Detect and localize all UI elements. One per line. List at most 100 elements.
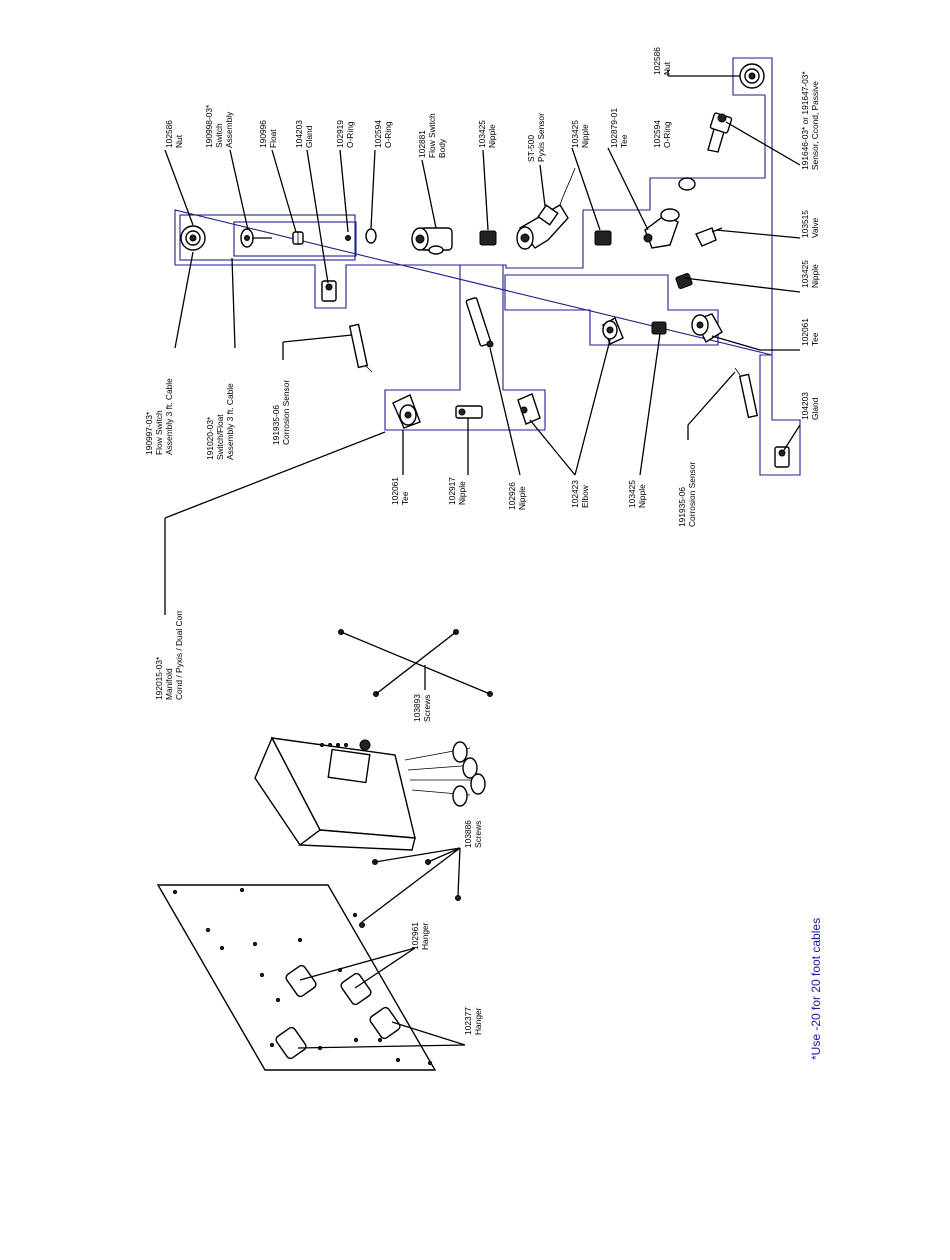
label-screws-103893-part: 103893 (412, 694, 422, 722)
gland-right (774, 446, 790, 468)
tee-top (643, 208, 680, 249)
label-oring-right: 102594 O-Ring (652, 120, 672, 148)
label-corrosion-right-name: Corrosion Sensor (687, 462, 697, 527)
switch-assembly-outline (179, 214, 356, 261)
nipple-top2 (594, 230, 612, 246)
nut-top (180, 225, 206, 251)
sensor-cond (707, 112, 733, 153)
label-tee-top-part: 102879-01 (609, 108, 619, 148)
leader-lines (164, 70, 801, 1049)
label-oring-right-part: 102594 (652, 120, 662, 148)
label-nipple-right: 103425 Nipple (800, 260, 820, 288)
label-gland-top-part: 104203 (294, 120, 304, 148)
label-sensor-cond-name: Sensor, Ccond, Passive (810, 81, 820, 170)
label-tee-mid: 102061 Tee (390, 477, 410, 505)
label-oring-top-part: 102594 (373, 120, 383, 148)
mounting-plate (156, 884, 437, 1071)
label-gland-right: 104203 Gland (800, 392, 820, 420)
label-hanger-102377-name: Hanger (473, 1007, 483, 1035)
label-flow-switch-cable: 190997-03* Flow Switch Assembly 3 ft. Ca… (144, 378, 174, 455)
label-nut-right: 102586 Nut (652, 47, 672, 75)
tee-right (691, 313, 723, 344)
controller-enclosure (254, 736, 486, 851)
label-switch-float-cable-name2: Assembly 3 ft. Cable (225, 383, 235, 460)
label-pyxis-sensor: ST-500 Pyxis Sensor (526, 113, 546, 162)
label-manifold-name2: Cond / Pyxis / Dual Corr (174, 610, 184, 700)
label-screws-103886: 103886 Screws (463, 820, 483, 848)
tee-mid (392, 394, 421, 429)
label-float-name: Float (268, 129, 278, 148)
label-flow-switch-body-part: 102881 (417, 130, 427, 158)
label-nipple-top-name: Nipple (487, 124, 497, 148)
label-nipple-102926: 102926 Nipple (507, 482, 527, 510)
label-elbow-name: Elbow (580, 484, 590, 508)
label-nut-top-part: 102586 (164, 120, 174, 148)
label-switch-assembly: 190998-03* Switch Assembly (204, 104, 234, 148)
corrosion-sensor-right (734, 367, 759, 419)
label-elbow-part: 102423 (570, 480, 580, 508)
label-manifold-name: Manifold (164, 668, 174, 700)
label-screws-103886-part: 103886 (463, 820, 473, 848)
label-screws-103893-name: Screws (422, 695, 432, 722)
label-switch-float-cable: 191020-03* Switch/Float Assembly 3 ft. C… (205, 383, 235, 460)
label-oring-top-name: O-Ring (383, 121, 393, 148)
screws-103886-heads (359, 859, 461, 928)
label-valve-part: 103515 (800, 210, 810, 238)
label-float-part: 190996 (258, 120, 268, 148)
label-oring-small-name: O-Ring (345, 121, 355, 148)
label-nipple-top-part: 103425 (477, 120, 487, 148)
label-nipple-right-name: Nipple (810, 264, 820, 288)
flow-switch-body (411, 227, 453, 255)
label-hanger-102961-name: Hanger (420, 922, 430, 950)
label-nipple-mid-part: 103425 (627, 480, 637, 508)
nipple-top (479, 230, 497, 246)
label-switch-assembly-part: 190998-03* (204, 104, 214, 148)
label-pyxis-sensor-part: ST-500 (526, 135, 536, 162)
label-elbow: 102423 Elbow (570, 480, 590, 508)
label-gland-top: 104203 Gland (294, 120, 314, 148)
label-flow-switch-body: 102881 Flow Switch Body (417, 113, 447, 158)
label-nipple-top2-part: 103425 (570, 120, 580, 148)
elbow-b (602, 316, 624, 345)
label-gland-top-name: Gland (304, 125, 314, 148)
nipple-mid (651, 321, 667, 335)
label-flow-switch-cable-part: 190997-03* (144, 411, 154, 455)
manifold-outline-upper (174, 57, 801, 476)
label-float: 190996 Float (258, 120, 278, 148)
label-nipple-102917: 102917 Nipple (447, 477, 467, 505)
nut-right (739, 63, 765, 89)
oring-right (678, 177, 696, 191)
label-flow-switch-cable-name2: Assembly 3 ft. Cable (164, 378, 174, 455)
label-sensor-cond-part: 191646-03* or 191647-03* (800, 71, 810, 170)
manifold-outline-lower (384, 264, 546, 431)
label-corrosion-left-part: 191935-06 (271, 405, 281, 445)
label-switch-float-cable-part: 191020-03* (205, 416, 215, 460)
label-nut-right-part: 102586 (652, 47, 662, 75)
label-corrosion-right-part: 191935-06 (677, 487, 687, 527)
label-screws-103886-name: Screws (473, 821, 483, 848)
label-nut-top: 102586 Nut (164, 120, 184, 148)
label-flow-switch-body-name2: Body (437, 138, 447, 158)
nipple-right (675, 273, 693, 289)
manifold-outline-elbow (504, 274, 719, 346)
label-nipple-top2: 103425 Nipple (570, 120, 590, 148)
footnote: *Use -20 for 20 foot cables (809, 918, 823, 1060)
label-tee-right: 102061 Tee (800, 318, 820, 346)
elbow-a (517, 393, 541, 425)
label-nipple-102917-name: Nipple (457, 481, 467, 505)
label-manifold: 192015-03* Manifold Cond / Pyxis / Dual … (154, 610, 184, 700)
label-hanger-102377-part: 102377 (463, 1007, 473, 1035)
label-gland-right-part: 104203 (800, 392, 810, 420)
label-tee-top: 102879-01 Tee (609, 108, 629, 148)
label-nipple-top: 103425 Nipple (477, 120, 497, 148)
gland-top (321, 280, 337, 302)
label-switch-float-cable-name: Switch/Float (215, 414, 225, 460)
label-valve: 103515 Valve (800, 210, 820, 238)
label-switch-assembly-name: Switch (214, 123, 224, 148)
label-hanger-102961: 102961 Hanger (410, 922, 430, 950)
label-hanger-102961-part: 102961 (410, 922, 420, 950)
label-nipple-mid: 103425 Nipple (627, 480, 647, 508)
label-corrosion-right: 191935-06 Corrosion Sensor (677, 462, 697, 527)
label-nut-top-name: Nut (174, 134, 184, 148)
